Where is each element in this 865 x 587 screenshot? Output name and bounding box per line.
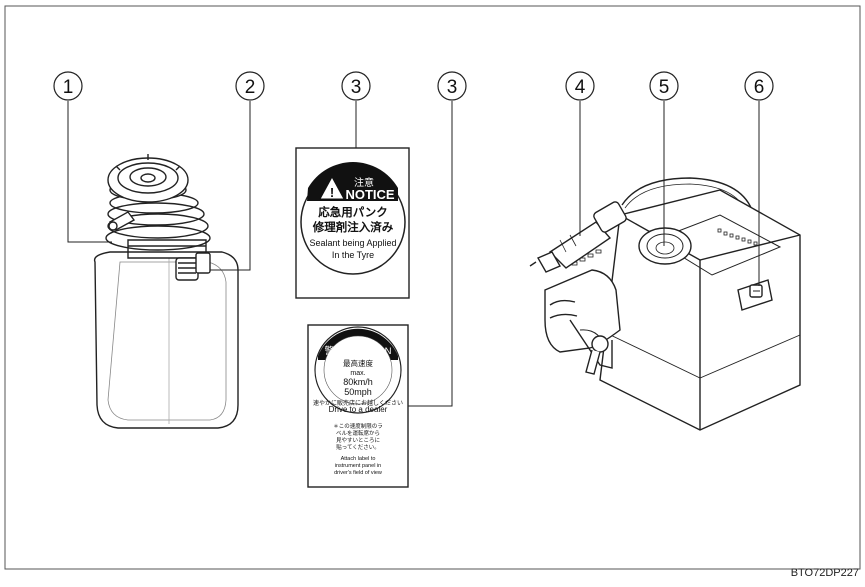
notice-en-line1: Sealant being Applied (309, 238, 396, 248)
notice-heading: NOTICE (345, 187, 394, 202)
callout-6: 6 (745, 72, 773, 100)
callout-1-number: 1 (63, 77, 74, 98)
callout-3b: 3 (438, 72, 466, 100)
callout-4: 4 (566, 72, 594, 100)
caution-jp-speed: 最高速度 (343, 358, 373, 368)
caution-max: max. (350, 370, 365, 377)
callout-5-number: 5 (659, 77, 670, 98)
callout-2-number: 2 (245, 77, 256, 98)
caution-en-note-2: instrument panel in (335, 463, 381, 469)
notice-jp-line2: 修理剤注入済み (312, 220, 394, 234)
notice-label: ! 注意 NOTICE 応急用パンク 修理剤注入済み Sealant being… (296, 148, 409, 298)
caution-en-note-1: Attach label to (341, 456, 376, 462)
caution-mph: 50mph (344, 387, 372, 397)
caution-en-note-3: driver's field of view (334, 470, 382, 476)
caution-dealer: Drive to a dealer (329, 405, 388, 414)
sealant-bottle (95, 154, 238, 428)
warning-exclamation: ! (330, 185, 334, 200)
caution-heading: 警告 /CAUTION (324, 345, 391, 357)
caution-jp-note-2: ベルを運転席から (336, 429, 380, 437)
callout-5: 5 (650, 72, 678, 100)
figure-code: BTO72DP227 (791, 567, 859, 579)
caution-jp-note-3: 見やすいところに (336, 436, 380, 444)
callout-1: 1 (54, 72, 82, 100)
callout-2: 2 (236, 72, 264, 100)
notice-jp-line1: 応急用パンク (318, 205, 388, 219)
caution-label: 警告 /CAUTION 最高速度 max. 80km/h 50mph 速やかに販… (308, 325, 408, 487)
callout-6-number: 6 (754, 77, 765, 98)
callout-4-number: 4 (575, 77, 586, 98)
caution-jp-note-4: 貼ってください。 (336, 443, 380, 451)
callouts: 1 2 3 3 4 5 6 (54, 72, 773, 100)
callout-3a-number: 3 (351, 77, 362, 98)
notice-en-line2: In the Tyre (332, 250, 374, 260)
caution-kmh: 80km/h (343, 377, 373, 387)
callout-3b-number: 3 (447, 77, 458, 98)
callout-3a: 3 (342, 72, 370, 100)
caution-jp-note-1: ＊この速度制限のラ (333, 422, 383, 430)
